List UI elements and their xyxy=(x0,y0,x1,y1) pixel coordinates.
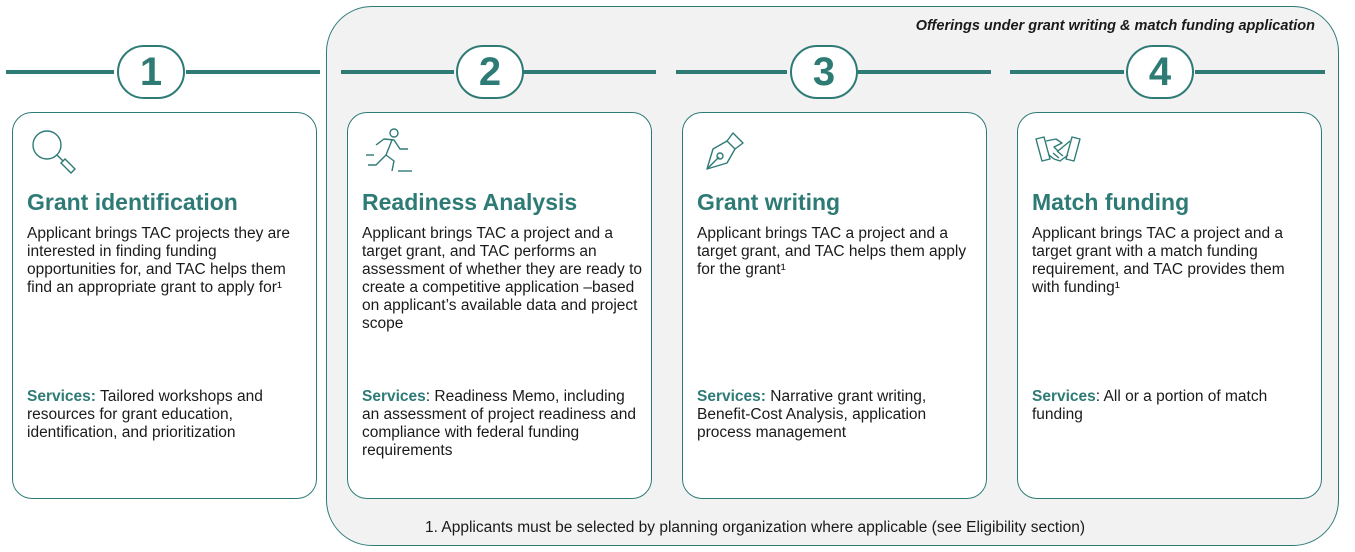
services-label: Services xyxy=(362,388,426,405)
step-2-number-badge: 2 xyxy=(456,45,524,99)
card-description: Applicant brings TAC projects they are i… xyxy=(27,225,291,296)
card-services: Services: Readiness Memo, including an a… xyxy=(362,388,643,460)
services-label: Services: xyxy=(27,388,96,405)
card-grant-writing: Grant writing Applicant brings TAC a pro… xyxy=(682,112,987,499)
card-description: Applicant brings TAC a project and a tar… xyxy=(1032,225,1285,296)
card-description: Applicant brings TAC a project and a tar… xyxy=(362,225,643,332)
offerings-group-title: Offerings under grant writing & match fu… xyxy=(915,18,1315,34)
card-description: Applicant brings TAC a project and a tar… xyxy=(697,225,967,278)
card-services: Services: All or a portion of match fund… xyxy=(1032,388,1313,424)
card-services: Services: Tailored workshops and resourc… xyxy=(27,388,308,442)
card-services: Services: Narrative grant writing, Benef… xyxy=(697,388,978,442)
pen-nib-icon xyxy=(697,125,749,177)
card-match-funding: Match funding Applicant brings TAC a pro… xyxy=(1017,112,1322,499)
services-text: : All or a portion of match funding xyxy=(1032,388,1268,423)
services-text: : Readiness Memo, including an assessmen… xyxy=(362,388,636,459)
services-text: Tailored workshops and resources for gra… xyxy=(27,388,263,441)
running-person-icon xyxy=(362,125,414,177)
step-3-line-left xyxy=(676,70,787,74)
step-4-line-left xyxy=(1010,70,1124,74)
step-4-line-right xyxy=(1195,70,1325,74)
card-readiness-analysis: Readiness Analysis Applicant brings TAC … xyxy=(347,112,652,499)
card-title: Match funding xyxy=(1032,189,1190,215)
step-1-line-left xyxy=(6,70,114,74)
step-2-line-right xyxy=(523,70,656,74)
step-1-number-badge: 1 xyxy=(117,45,185,99)
card-title: Grant writing xyxy=(697,189,841,215)
step-1-line-right xyxy=(186,70,320,74)
step-3-line-right xyxy=(858,70,991,74)
step-2-line-left xyxy=(341,70,454,74)
step-4-number-badge: 4 xyxy=(1126,45,1194,99)
handshake-icon xyxy=(1032,125,1084,177)
services-text: Narrative grant writing, Benefit-Cost An… xyxy=(697,388,927,441)
footnote: 1. Applicants must be selected by planni… xyxy=(425,519,1085,536)
card-title: Grant identification xyxy=(27,189,238,215)
services-label: Services xyxy=(1032,388,1096,405)
step-3-number-badge: 3 xyxy=(790,45,858,99)
magnifying-glass-icon xyxy=(27,125,79,177)
card-title: Readiness Analysis xyxy=(362,189,578,215)
services-label: Services: xyxy=(697,388,766,405)
card-grant-identification: Grant identification Applicant brings TA… xyxy=(12,112,317,499)
